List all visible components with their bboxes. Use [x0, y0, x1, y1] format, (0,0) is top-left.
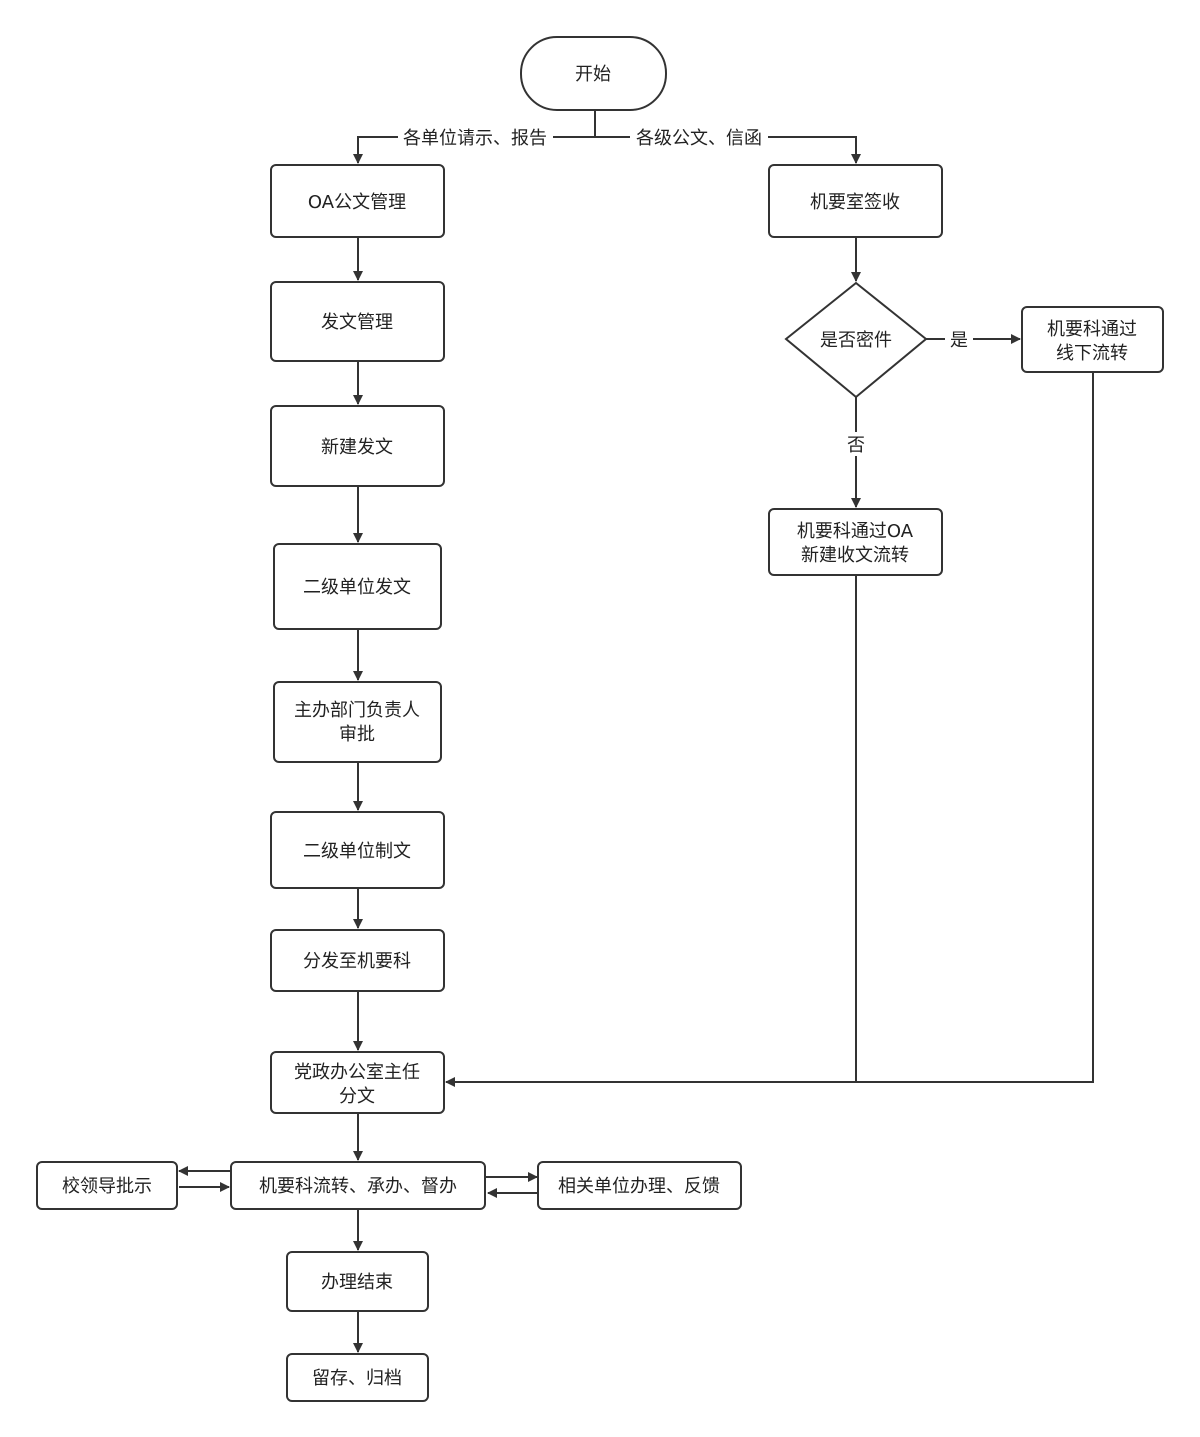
node-start-label: 开始	[575, 64, 611, 85]
node-oa-receive-flow-label-1: 机要科通过OA	[797, 521, 914, 542]
node-school-leader: 校领导批示	[36, 1161, 178, 1210]
node-school-leader-label: 校领导批示	[62, 1176, 152, 1197]
node-oa-receive-flow: 机要科通过OA 新建收文流转	[768, 508, 943, 576]
node-oa-receive-flow-label-2: 新建收文流转	[801, 545, 909, 566]
node-oa-doc-mgmt-label: OA公文管理	[308, 192, 406, 213]
node-dispatch-mgmt: 发文管理	[270, 281, 445, 362]
edge-label-no: 否	[847, 435, 865, 456]
node-offline-flow-label-1: 机要科通过	[1047, 319, 1137, 340]
node-secondary-drafting-label: 二级单位制文	[303, 841, 411, 862]
edge-offline-to-director	[445, 372, 1094, 1087]
node-office-director-label-2: 分文	[339, 1086, 375, 1107]
node-dept-head-approval: 主办部门负责人 审批	[273, 681, 442, 763]
node-secondary-dispatch: 二级单位发文	[273, 543, 442, 630]
node-new-dispatch: 新建发文	[270, 405, 445, 487]
edge-label-bg	[630, 125, 768, 149]
node-dept-head-approval-label-2: 审批	[339, 724, 375, 745]
node-confidential-flow-label: 机要科流转、承办、督办	[259, 1176, 457, 1197]
node-office-director: 党政办公室主任 分文	[270, 1051, 445, 1114]
edge-label-bg	[842, 432, 870, 456]
node-distribute: 分发至机要科	[270, 929, 445, 992]
node-confidential-room-receive: 机要室签收	[768, 164, 943, 238]
node-distribute-label: 分发至机要科	[303, 951, 411, 972]
edge-label-left-branch: 各单位请示、报告	[403, 128, 547, 149]
node-oa-doc-mgmt: OA公文管理	[270, 164, 445, 238]
node-dept-head-approval-label-1: 主办部门负责人	[294, 700, 420, 721]
node-related-units-label: 相关单位办理、反馈	[558, 1176, 720, 1197]
node-related-units: 相关单位办理、反馈	[537, 1161, 742, 1210]
node-new-dispatch-label: 新建发文	[321, 437, 393, 458]
edge-label-right-branch: 各级公文、信函	[636, 128, 762, 149]
nodes: 开始 OA公文管理 发文管理 新建发文 二级单位发文 主办部门负责人 审批 二级…	[36, 36, 1164, 1402]
node-secondary-dispatch-label: 二级单位发文	[303, 577, 411, 598]
node-is-classified-label: 是否密件	[820, 330, 892, 351]
node-office-director-label-1: 党政办公室主任	[294, 1062, 420, 1083]
node-offline-flow: 机要科通过 线下流转	[1021, 306, 1164, 373]
node-handling-complete: 办理结束	[286, 1251, 429, 1312]
node-archive: 留存、归档	[286, 1353, 429, 1402]
node-secondary-drafting: 二级单位制文	[270, 811, 445, 889]
node-confidential-flow: 机要科流转、承办、督办	[230, 1161, 486, 1210]
edge-label-yes: 是	[950, 330, 968, 351]
node-start: 开始	[520, 36, 667, 111]
node-confidential-room-receive-label: 机要室签收	[810, 192, 900, 213]
node-offline-flow-label-2: 线下流转	[1056, 343, 1128, 364]
edge-labels: 各单位请示、报告 各级公文、信函 是 否	[398, 125, 973, 456]
edge-label-bg	[398, 125, 553, 149]
edge-label-bg	[945, 327, 973, 351]
node-handling-complete-label: 办理结束	[321, 1272, 393, 1293]
node-archive-label: 留存、归档	[312, 1368, 402, 1389]
edges	[178, 110, 1094, 1353]
node-dispatch-mgmt-label: 发文管理	[321, 312, 393, 333]
node-is-classified: 是否密件	[784, 281, 928, 399]
